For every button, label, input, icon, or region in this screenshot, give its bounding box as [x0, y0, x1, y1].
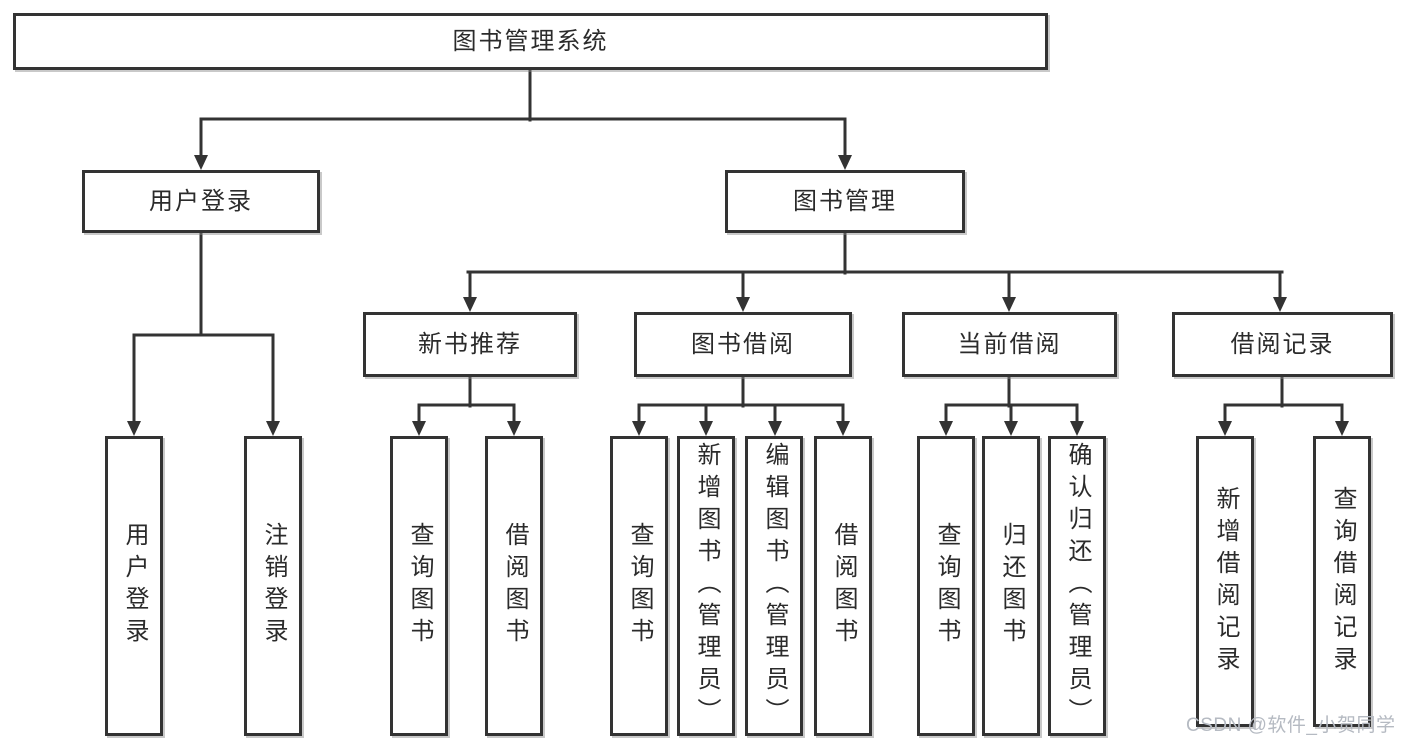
node-borrowing-records-label: 借阅记录	[1230, 330, 1335, 358]
node-current-borrowing-label: 当前借阅	[957, 330, 1062, 358]
node-root-label: 图书管理系统	[452, 27, 609, 55]
node-borrow-books-recommend-label: 借阅图书	[501, 522, 528, 650]
node-root: 图书管理系统	[13, 13, 1048, 70]
node-book-management-label: 图书管理	[793, 187, 897, 215]
node-borrow-books-leaf: 借阅图书	[814, 436, 872, 736]
node-add-book-admin-label: 新增图书（管理员）	[693, 442, 720, 730]
node-borrow-books-leaf-label: 借阅图书	[830, 522, 857, 650]
node-confirm-return-admin: 确认归还（管理员）	[1048, 436, 1106, 736]
node-confirm-return-admin-label: 确认归还（管理员）	[1064, 442, 1091, 730]
node-query-borrow-record: 查询借阅记录	[1313, 436, 1371, 727]
node-query-books-current-label: 查询图书	[933, 522, 960, 650]
node-user-login-branch: 用户登录	[82, 170, 320, 233]
node-query-books-recommend: 查询图书	[390, 436, 448, 736]
node-new-book-recommend-label: 新书推荐	[418, 330, 522, 358]
node-add-book-admin: 新增图书（管理员）	[677, 436, 735, 736]
node-user-login-leaf-label: 用户登录	[121, 522, 148, 650]
node-borrowing-records: 借阅记录	[1172, 312, 1393, 377]
node-query-books-recommend-label: 查询图书	[406, 522, 433, 650]
node-query-books-borrowing: 查询图书	[610, 436, 668, 736]
node-logout: 注销登录	[244, 436, 302, 736]
node-user-login-leaf: 用户登录	[105, 436, 163, 736]
node-book-borrowing: 图书借阅	[634, 312, 852, 377]
node-query-books-borrowing-label: 查询图书	[626, 522, 653, 650]
node-edit-book-admin: 编辑图书（管理员）	[745, 436, 803, 736]
node-current-borrowing: 当前借阅	[902, 312, 1117, 377]
watermark-text: CSDN @软件_小贺同学	[1186, 715, 1396, 736]
node-query-books-current: 查询图书	[917, 436, 975, 736]
node-add-borrow-record-label: 新增借阅记录	[1212, 485, 1239, 678]
node-book-management: 图书管理	[725, 170, 965, 233]
node-borrow-books-recommend: 借阅图书	[485, 436, 543, 736]
node-new-book-recommend: 新书推荐	[363, 312, 577, 377]
node-query-borrow-record-label: 查询借阅记录	[1329, 485, 1356, 678]
node-logout-label: 注销登录	[260, 522, 287, 650]
node-return-book: 归还图书	[982, 436, 1040, 736]
connector-lines	[132, 68, 1344, 425]
node-edit-book-admin-label: 编辑图书（管理员）	[761, 442, 788, 730]
node-add-borrow-record: 新增借阅记录	[1196, 436, 1254, 727]
node-book-borrowing-label: 图书借阅	[691, 330, 795, 358]
node-return-book-label: 归还图书	[998, 522, 1025, 650]
node-user-login-branch-label: 用户登录	[149, 187, 253, 215]
